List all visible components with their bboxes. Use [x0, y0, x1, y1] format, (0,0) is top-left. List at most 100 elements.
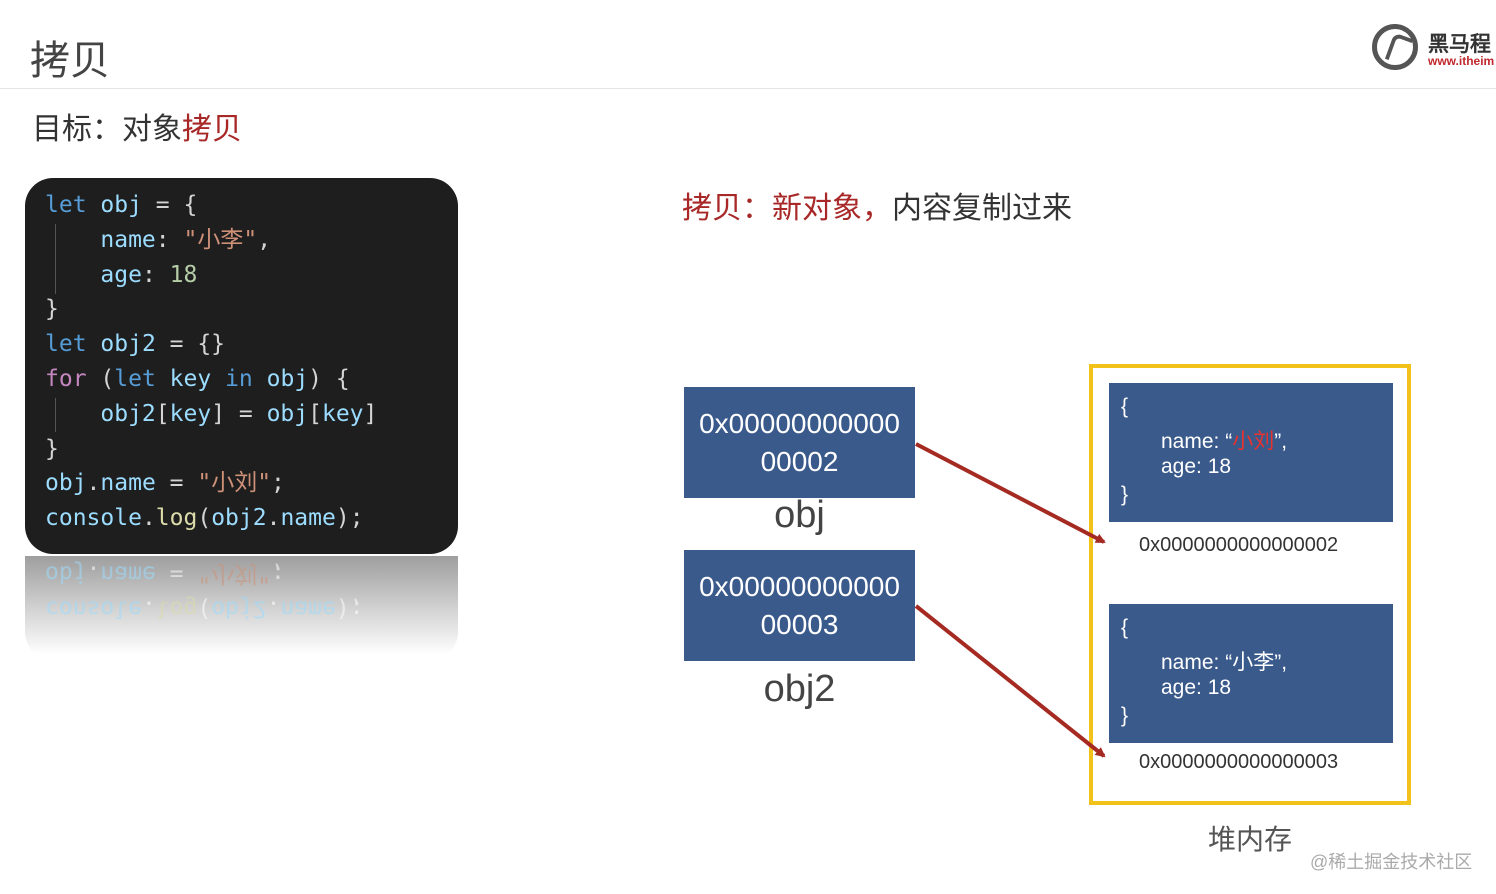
- code-token: (: [86, 365, 115, 392]
- name-field: name: “小刘”,: [1161, 425, 1287, 455]
- code-token: obj: [266, 400, 309, 427]
- open-brace: {: [1121, 616, 1129, 639]
- code-token: "小刘": [197, 470, 272, 497]
- code-token: [87, 331, 101, 357]
- code-token: [45, 227, 100, 253]
- indent-guide: [55, 224, 56, 294]
- age-field: age: 18: [1161, 455, 1232, 478]
- code-token: 18: [169, 261, 198, 288]
- code-token: :: [155, 226, 184, 253]
- code-line: }: [45, 432, 458, 467]
- obj-address: 0x00000000000 00002: [684, 405, 915, 481]
- code-line: console.log(obj2.name);: [45, 591, 364, 626]
- code-token: =: [155, 560, 198, 587]
- code-token: [45, 401, 100, 427]
- code-token: obj2: [100, 400, 156, 427]
- code-token: obj: [266, 365, 309, 392]
- code-token: ;: [271, 470, 285, 497]
- code-token: "小李": [183, 226, 258, 253]
- description-rest: 内容复制过来: [892, 191, 1072, 226]
- name-end: ”,: [1274, 651, 1288, 674]
- code-token: .: [141, 505, 156, 532]
- heap-label: 堆内存: [1208, 823, 1293, 856]
- code-token: let: [45, 331, 87, 358]
- code-token: = {}: [155, 331, 226, 358]
- header-divider: [0, 88, 1496, 89]
- code-token: (: [197, 595, 212, 622]
- code-token: ,: [257, 226, 272, 253]
- code-token: console: [45, 595, 142, 622]
- close-brace: }: [1121, 704, 1129, 727]
- code-token: for: [45, 365, 87, 392]
- age-field: age: 18: [1161, 676, 1232, 699]
- code-token: }: [45, 435, 59, 462]
- heap-object-box: { name: “小李”, age: 18 }: [1109, 604, 1393, 743]
- obj-address-box: 0x00000000000 00002: [684, 387, 915, 498]
- goal-line: 目标：对象拷贝: [32, 104, 242, 148]
- code-token: [: [155, 400, 170, 427]
- address-part: 0x00000000000: [699, 571, 900, 602]
- description-highlight: 拷贝：新对象，: [682, 191, 892, 226]
- code-token: .: [86, 560, 101, 587]
- code-line: let obj = {: [45, 188, 458, 223]
- code-line: obj.name = "小刘";: [45, 466, 458, 501]
- obj-label: obj: [774, 494, 825, 536]
- code-line: name: "小李",: [45, 223, 458, 258]
- open-brace: {: [1121, 395, 1129, 418]
- obj2-label: obj2: [763, 668, 836, 710]
- code-token: .: [141, 595, 156, 622]
- heap-memory-frame: [1089, 364, 1411, 805]
- code-token: [156, 366, 170, 392]
- code-token: name: [100, 560, 156, 587]
- reflected-code: console.log(obj2.name);obj.name = "小刘";: [45, 556, 364, 626]
- close-brace: }: [1121, 483, 1129, 506]
- code-token: ] =: [211, 400, 267, 427]
- code-token: name: [100, 470, 156, 497]
- code-panel: let obj = { name: "小李", age: 18} let obj2…: [25, 178, 458, 554]
- address-part: 0x00000000000: [699, 408, 900, 439]
- code-token: name: [280, 505, 336, 532]
- code-token: let: [45, 192, 87, 218]
- code-token: "小刘": [197, 560, 272, 587]
- code-token: [45, 262, 100, 288]
- name-key: name: “: [1161, 651, 1233, 674]
- code-token: ]: [363, 400, 378, 427]
- horse-logo-icon: [1372, 24, 1418, 70]
- code-token: in: [225, 365, 253, 392]
- code-token: name: [280, 595, 336, 622]
- code-token: =: [155, 470, 198, 497]
- code-line: console.log(obj2.name);: [45, 501, 458, 536]
- code-line: obj2[key] = obj[key]: [45, 397, 458, 432]
- code-token: obj2: [211, 505, 267, 532]
- code-token: key: [321, 400, 364, 427]
- code-token: [: [308, 400, 322, 427]
- code-token: [211, 366, 225, 392]
- code-token: [87, 192, 101, 218]
- code-reflection: console.log(obj2.name);obj.name = "小刘";: [25, 556, 458, 660]
- name-value: 小刘: [1232, 430, 1275, 453]
- copy-description: 拷贝：新对象，内容复制过来: [682, 190, 1082, 228]
- watermark: @稀土掘金技术社区: [1310, 852, 1473, 872]
- code-token: let: [114, 365, 156, 392]
- code-line: let obj2 = {}: [45, 327, 458, 362]
- code-token: obj2: [211, 595, 267, 622]
- slide-title: 拷贝: [30, 38, 110, 84]
- code-line: age: 18: [45, 258, 458, 293]
- code-token: (: [197, 505, 212, 532]
- code-line: obj.name = "小刘";: [45, 556, 364, 591]
- address-part: 00002: [760, 446, 839, 477]
- name-key: name: “: [1161, 430, 1233, 453]
- obj-pointer-arrow: [915, 442, 1106, 544]
- code-token: ) {: [308, 365, 350, 392]
- brand-logo: 黑马程 www.itheim: [1370, 22, 1496, 74]
- code-token: obj2: [100, 331, 156, 358]
- code-token: obj: [45, 470, 87, 497]
- obj2-pointer-arrow: [914, 604, 1106, 758]
- code-lines: let obj = { name: "小李", age: 18} let obj2…: [45, 188, 458, 536]
- code-token: [253, 366, 267, 392]
- logo-name: 黑马程: [1428, 32, 1491, 56]
- code-token: );: [335, 595, 364, 622]
- heap-address: 0x0000000000000002: [1139, 534, 1339, 556]
